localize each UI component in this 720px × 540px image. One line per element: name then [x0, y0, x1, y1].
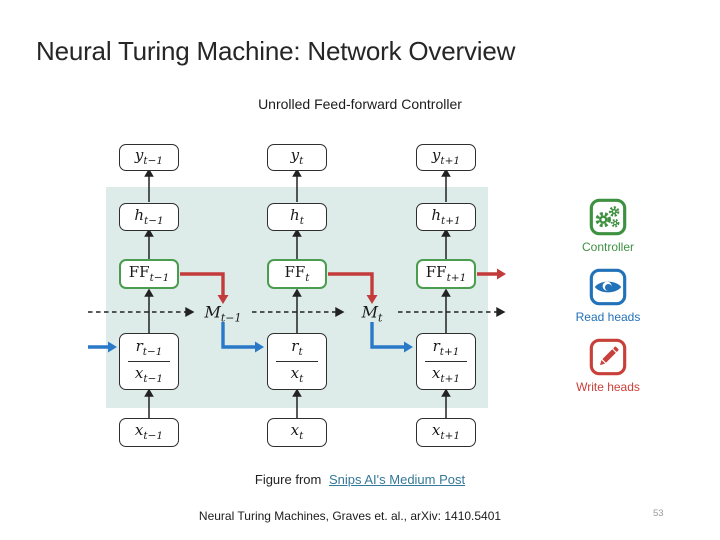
- legend-write-heads-label: Write heads: [576, 380, 640, 394]
- read-input-box: rt xt: [267, 333, 327, 390]
- diagram-arrows: [88, 168, 506, 418]
- legend-write-heads: Write heads: [576, 338, 640, 394]
- read-input-box: rt−1 xt−1: [119, 333, 179, 390]
- output-box: yt−1: [119, 144, 179, 171]
- controller-box: FFt: [267, 259, 327, 289]
- legend-read-heads-label: Read heads: [575, 310, 641, 324]
- figure-caption: Figure from Snips AI's Medium Post: [0, 472, 720, 487]
- hidden-box: ht+1: [416, 203, 476, 231]
- gears-icon: [589, 198, 627, 236]
- controller-box: FFt−1: [119, 259, 179, 289]
- legend-controller-label: Controller: [581, 240, 635, 254]
- page-title: Neural Turing Machine: Network Overview: [36, 36, 516, 66]
- pencil-icon: [589, 338, 627, 376]
- fraction-rule: [128, 361, 170, 362]
- legend-controller: Controller: [582, 198, 634, 254]
- eye-icon: [589, 268, 627, 306]
- figure-source-link[interactable]: Snips AI's Medium Post: [328, 472, 466, 487]
- input-box: xt+1: [416, 418, 476, 447]
- memory-label: Mt−1: [204, 302, 242, 325]
- input-box: xt−1: [119, 418, 179, 447]
- footer-citation: Neural Turing Machines, Graves et. al., …: [198, 509, 502, 523]
- page-number: 53: [653, 508, 664, 519]
- legend-read-heads: Read heads: [575, 268, 641, 324]
- fraction-rule: [425, 361, 467, 362]
- hidden-box: ht: [267, 203, 327, 231]
- fraction-rule: [276, 361, 318, 362]
- diagram-subtitle: Unrolled Feed-forward Controller: [258, 96, 462, 112]
- memory-label: Mt: [361, 302, 383, 325]
- legend: Controller Read heads Write heads: [564, 198, 652, 408]
- read-input-box: rt+1 xt+1: [416, 333, 476, 390]
- output-box: yt+1: [416, 144, 476, 171]
- figure-caption-text: Figure from: [254, 472, 322, 487]
- output-box: yt: [267, 144, 327, 171]
- input-box: xt: [267, 418, 327, 447]
- controller-box: FFt+1: [416, 259, 476, 289]
- hidden-box: ht−1: [119, 203, 179, 231]
